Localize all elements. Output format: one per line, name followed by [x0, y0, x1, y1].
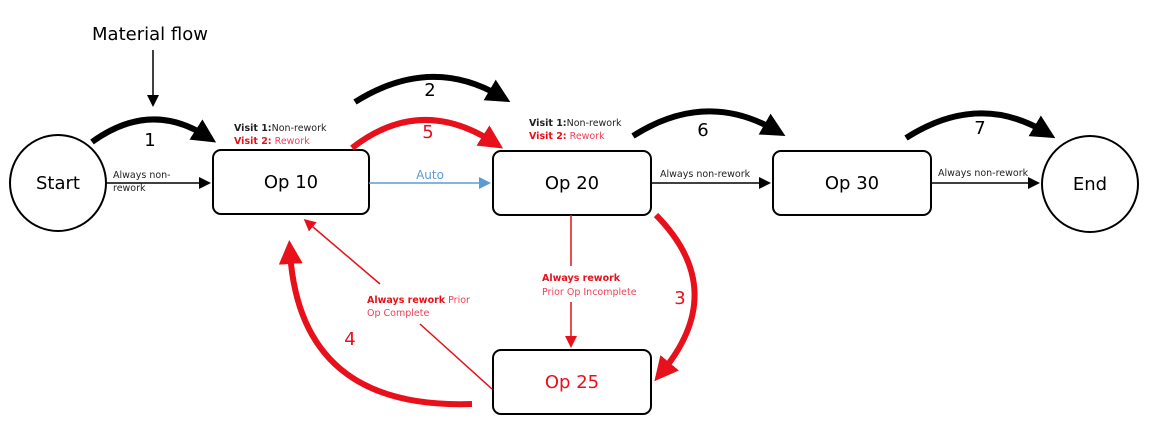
op10-node [212, 149, 370, 215]
step-arc-7 [904, 110, 1056, 141]
edge-start-op10-label-1: Always non- [113, 170, 171, 181]
visit-2-value: Rework [567, 131, 606, 142]
op20-label: Op 20 [545, 173, 599, 194]
edge-op25-op10-rest1: Prior [445, 295, 470, 306]
step-1-label: 1 [144, 130, 155, 151]
op10-visit-2: Visit 2: Rework [234, 136, 310, 147]
end-label: End [1073, 174, 1107, 195]
visit-1-value: Non-rework [272, 123, 327, 134]
edge-op20-op25-label: Prior Op Incomplete [542, 287, 637, 298]
step-arc-3 [653, 212, 698, 382]
step-7-label: 7 [974, 118, 985, 139]
visit-1-bold: Visit 1: [234, 123, 272, 134]
op10-label: Op 10 [264, 172, 318, 193]
edge-op30-end-label: Always non-rework [938, 168, 1029, 179]
visit-2-bold: Visit 2: [234, 136, 272, 147]
step-arc-5 [350, 116, 504, 151]
step-5-label: 5 [422, 122, 433, 143]
op20-visit-2: Visit 2: Rework [529, 131, 605, 142]
step-6-label: 6 [697, 120, 708, 141]
visit-2-value: Rework [272, 136, 311, 147]
op25-label: Op 25 [545, 372, 599, 393]
end-node [1041, 135, 1139, 233]
op20-visit-1: Visit 1:Non-rework [529, 118, 622, 129]
edge-op25-op10-label-1: Always rework Prior [367, 295, 470, 306]
step-arc-1 [90, 116, 217, 145]
material-flow-label: Material flow [92, 24, 208, 45]
edge-op25-op10 [303, 219, 381, 285]
step-arc-6 [631, 108, 786, 139]
op10-visit-1: Visit 1:Non-rework [234, 123, 327, 134]
start-label: Start [36, 173, 80, 194]
step-2-label: 2 [424, 80, 435, 101]
step-arc-2 [353, 73, 511, 105]
visit-1-value: Non-rework [567, 118, 622, 129]
op25-node [492, 349, 652, 415]
step-arc-4 [278, 240, 473, 408]
step-4-label: 4 [344, 329, 355, 350]
op30-label: Op 30 [825, 173, 879, 194]
edge-op20-op25-label-bold: Always rework [542, 273, 621, 284]
edge-op25-op10-bottom [419, 323, 493, 390]
edge-op25-op10-bold: Always rework [367, 295, 446, 306]
edge-op25-op10-label-2: Op Complete [367, 308, 429, 319]
visit-2-bold: Visit 2: [529, 131, 567, 142]
edge-start-op10-label-2: rework [113, 183, 146, 194]
edge-op20-op30-label: Always non-rework [660, 169, 751, 180]
step-3-label: 3 [674, 288, 685, 309]
edge-op10-op20-label: Auto [416, 168, 444, 182]
visit-1-bold: Visit 1: [529, 118, 567, 129]
